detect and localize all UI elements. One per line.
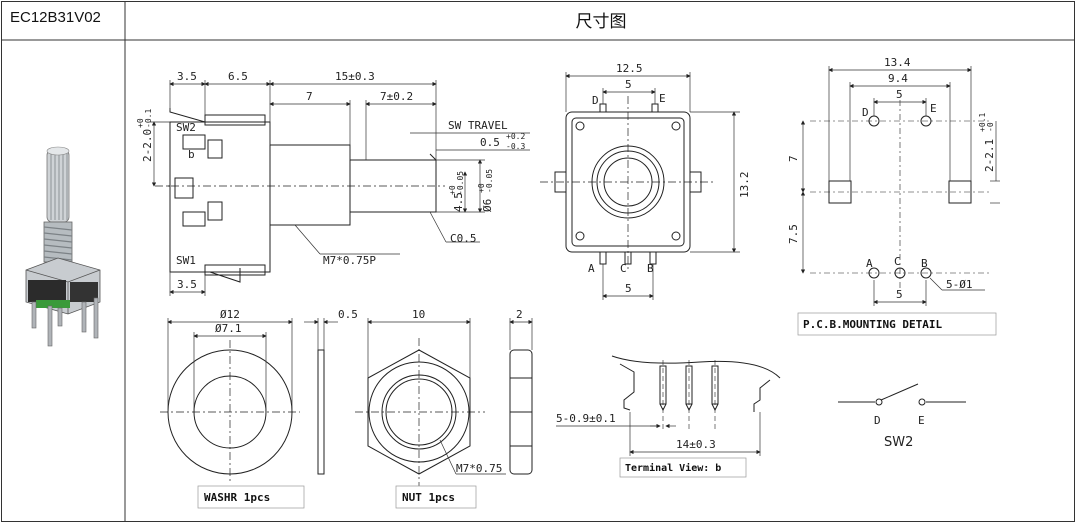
nut-dims (367, 318, 533, 509)
dia-4-5: 4.5 (452, 192, 465, 212)
dia-4-5-tol-up: +0 (448, 185, 457, 195)
dim-2-left: 2-2.0 (141, 129, 154, 162)
sw2-side-label: SW2 (176, 121, 196, 134)
pcb-dim-labels: 13.4 9.4 5 D E 7 7.5 2-2.1 +0.1 -0 A C B… (787, 56, 996, 331)
dia-6-tol-dn: -0.05 (485, 169, 494, 193)
terminal-width: 14±0.3 (676, 438, 716, 451)
pcb-hole-d: D (862, 106, 869, 119)
sw1-label: SW1 (176, 254, 196, 267)
washer-thickness: 0.5 (338, 308, 358, 321)
front-pin-d: D (592, 94, 599, 107)
front-dim-labels: 12.5 5 D E 13.2 A C B 5 (588, 62, 751, 295)
pcb-hole-b: B (921, 257, 928, 270)
front-pin-c: C (620, 262, 627, 275)
terminal-label: Terminal View: b (625, 462, 721, 474)
dim-2-left-tol-up: +0 (136, 118, 145, 128)
pcb-detail (810, 100, 990, 290)
pcb-w-13-4: 13.4 (884, 56, 911, 69)
pcb-right-tol-dn: -0 (986, 122, 995, 132)
washer-labels: Ø12 Ø7.1 0.5 WASHR 1pcs (204, 308, 358, 504)
nut-thread: M7*0.75 (456, 462, 502, 475)
front-view (540, 96, 716, 270)
pcb-hole-c: C (894, 255, 901, 268)
dim-3-5-top: 3.5 (177, 70, 197, 83)
travel-value: 0.5 (480, 136, 500, 149)
switch-e: E (918, 414, 925, 427)
switch-labels: D E SW2 (874, 414, 925, 450)
thread-label: M7*0.75P (323, 254, 376, 267)
pcb-w-5-top: 5 (896, 88, 903, 101)
travel-tol-up: +0.2 (506, 132, 525, 141)
nut-labels: 10 2 M7*0.75 NUT 1pcs (402, 308, 523, 504)
pcb-h-7-5: 7.5 (787, 224, 800, 244)
dim-7-02: 7±0.2 (380, 90, 413, 103)
drawing-title: 尺寸图 (575, 12, 627, 32)
height-13-2: 13.2 (738, 172, 751, 199)
dia-6-tol-up: +0 (477, 183, 486, 193)
pcb-w-5-bottom: 5 (896, 288, 903, 301)
dim-3-5-bottom: 3.5 (177, 278, 197, 291)
side-dim-labels: 3.5 6.5 15±0.3 7 7±0.2 SW TRAVEL 0.5 +0.… (136, 70, 525, 291)
pin-5-bottom: 5 (625, 282, 632, 295)
nut-drawing (355, 338, 533, 486)
dia-4-5-tol-dn: -0.05 (456, 171, 465, 195)
pcb-w-9-4: 9.4 (888, 72, 908, 85)
product-photo (25, 146, 101, 347)
front-dims (565, 72, 740, 300)
switch-name: SW2 (884, 435, 913, 450)
terminal-labels: 5-0.9±0.1 14±0.3 Terminal View: b (556, 412, 721, 474)
pcb-right-dim: 2-2.1 (983, 139, 996, 172)
washer-label: WASHR 1pcs (204, 491, 270, 504)
switch-symbol (838, 383, 966, 406)
sw-travel-label: SW TRAVEL (448, 119, 508, 132)
front-pin-a: A (588, 262, 595, 275)
nut-label: NUT 1pcs (402, 491, 455, 504)
dim-7: 7 (306, 90, 313, 103)
washer-d12: Ø12 (220, 308, 240, 321)
terminal-view (611, 355, 781, 430)
dim-6-5: 6.5 (228, 70, 248, 83)
front-pin-b: B (647, 262, 654, 275)
side-dims (150, 80, 530, 296)
switch-d: D (874, 414, 881, 427)
pcb-holes-spec: 5-Ø1 (946, 278, 973, 291)
dia-6: Ø6 (481, 199, 494, 212)
washer-dims (167, 318, 338, 509)
front-pin-e: E (659, 92, 666, 105)
chamfer-label: C0.5 (450, 232, 477, 245)
nut-width-10: 10 (412, 308, 425, 321)
pcb-hole-e: E (930, 102, 937, 115)
b-marker: b (188, 148, 195, 161)
pcb-hole-a: A (866, 257, 873, 270)
pin-5-top: 5 (625, 78, 632, 91)
width-12-5: 12.5 (616, 62, 643, 75)
dim-2-left-tol-dn: -0.1 (144, 109, 153, 128)
dim-15: 15±0.3 (335, 70, 375, 83)
washer-d7-1: Ø7.1 (215, 322, 242, 335)
pcb-h-7: 7 (787, 155, 800, 162)
pcb-label: P.C.B.MOUNTING DETAIL (803, 318, 942, 331)
side-view (155, 108, 445, 283)
pcb-right-tol-up: +0.1 (978, 113, 987, 132)
washer-drawing (160, 340, 325, 484)
nut-thickness-2: 2 (516, 308, 523, 321)
model-code: EC12B31V02 (10, 9, 101, 26)
travel-tol-dn: -0.3 (506, 142, 525, 151)
pcb-dims (797, 66, 1000, 336)
terminal-dims (556, 412, 761, 478)
terminal-pins: 5-0.9±0.1 (556, 412, 616, 425)
